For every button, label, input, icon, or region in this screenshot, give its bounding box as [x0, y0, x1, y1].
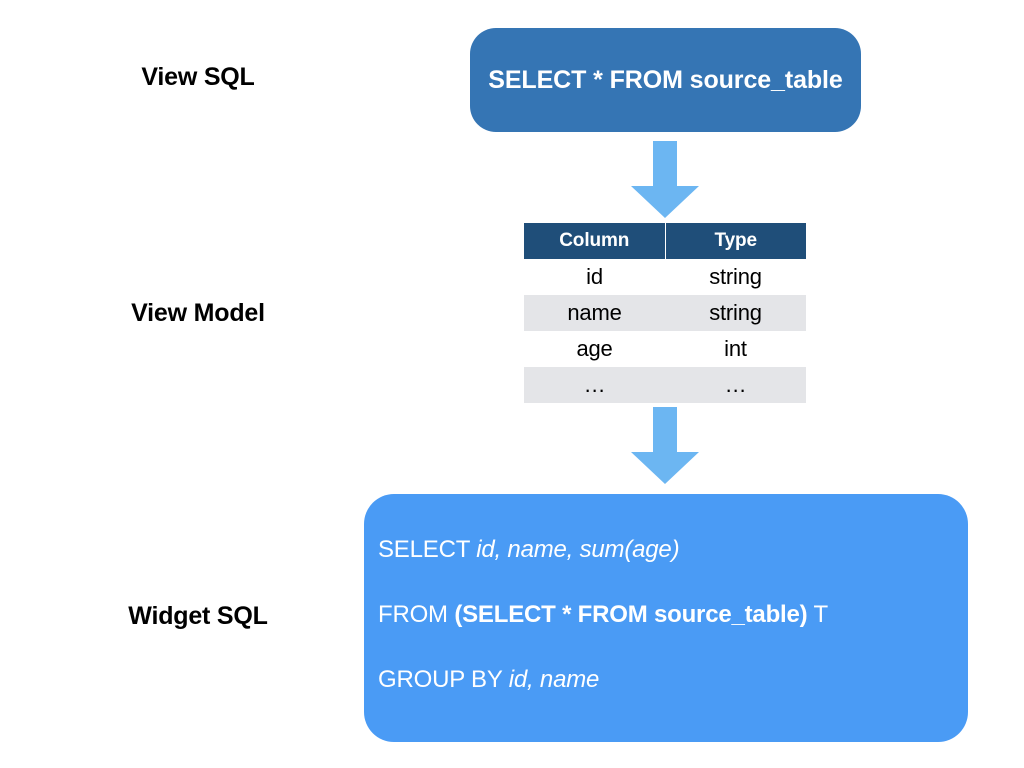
widget-sql-box: SELECT id, name, sum(age) FROM (SELECT *…: [364, 494, 968, 742]
widget-sql-line-select: SELECT id, name, sum(age): [378, 536, 680, 564]
cell-column: …: [524, 367, 665, 403]
sql-groupby-columns: id, name: [508, 666, 600, 693]
cell-type: string: [665, 295, 806, 331]
table-row: age int: [524, 331, 806, 367]
sql-keyword-groupby: GROUP BY: [378, 666, 509, 693]
table-header-type: Type: [664, 223, 806, 259]
sql-keyword-select: SELECT: [378, 536, 477, 563]
cell-column: name: [524, 295, 665, 331]
table-header-row: Column Type: [524, 223, 806, 259]
view-sql-query-text: SELECT * FROM source_table: [488, 65, 843, 94]
table-row: id string: [524, 259, 806, 295]
cell-column: age: [524, 331, 665, 367]
widget-sql-line-groupby: GROUP BY id, name: [378, 666, 599, 694]
cell-column: id: [524, 259, 665, 295]
sql-select-columns: id, name, sum(age): [476, 536, 680, 563]
table-row: … …: [524, 367, 806, 403]
sql-keyword-from: FROM: [378, 601, 455, 628]
view-sql-box: SELECT * FROM source_table: [470, 28, 861, 132]
table-header-column: Column: [524, 223, 665, 259]
table-row: name string: [524, 295, 806, 331]
view-model-schema-table: Column Type id string name string age in…: [524, 223, 806, 403]
row-label-view-sql: View SQL: [141, 63, 255, 91]
sql-table-alias: T: [807, 601, 828, 628]
row-label-view-model: View Model: [131, 299, 265, 327]
down-arrow-icon: [629, 407, 701, 485]
down-arrow-icon: [629, 141, 701, 219]
cell-type: int: [665, 331, 806, 367]
row-label-widget-sql: Widget SQL: [128, 602, 268, 630]
sql-subquery: (SELECT * FROM source_table): [454, 601, 808, 628]
cell-type: …: [665, 367, 806, 403]
widget-sql-line-from: FROM (SELECT * FROM source_table) T: [378, 601, 828, 629]
cell-type: string: [665, 259, 806, 295]
